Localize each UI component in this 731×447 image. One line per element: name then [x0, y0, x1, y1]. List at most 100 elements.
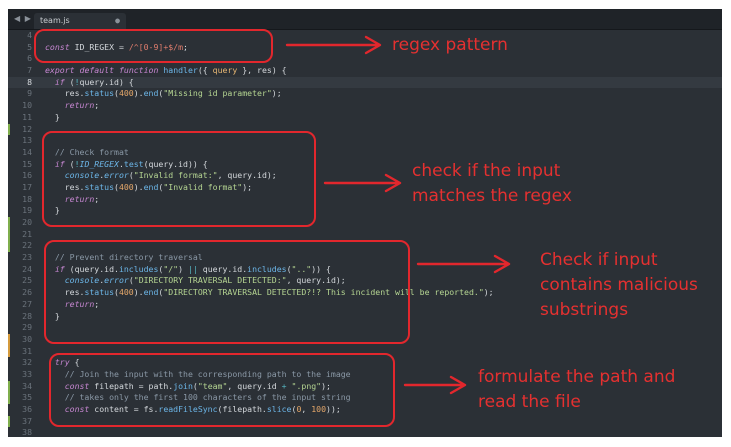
code-line-17[interactable]: 17 res.status(400).end("Invalid format")…: [8, 182, 722, 194]
code-line-31[interactable]: 31: [8, 345, 722, 358]
line-number: 31: [22, 345, 32, 356]
code-line-26[interactable]: 26 res.status(400).end("DIRECTORY TRAVER…: [8, 287, 722, 299]
line-code: res.status(400).end("Missing id paramete…: [45, 88, 282, 99]
code-line-9[interactable]: 9 res.status(400).end("Missing id parame…: [8, 88, 722, 100]
git-change-marker: [8, 345, 10, 358]
line-code: if (!ID_REGEX.test(query.id)) {: [54, 158, 208, 169]
code-line-24[interactable]: 24 if (query.id.includes("/") || query.i…: [8, 264, 722, 276]
annotation-malicious-2: contains malicious: [540, 275, 698, 295]
annotation-malicious-3: substrings: [540, 300, 629, 320]
code-line-32[interactable]: 32 try {: [8, 357, 722, 369]
line-code: }: [45, 310, 60, 321]
annotation-path-1: formulate the path and: [478, 367, 676, 387]
line-number: 16: [22, 170, 32, 181]
code-line-21[interactable]: 21: [8, 228, 722, 241]
line-number: 4: [27, 30, 32, 40]
line-code: return;: [64, 193, 100, 204]
line-code: }: [45, 205, 60, 216]
line-number: 29: [22, 322, 32, 333]
line-number: 13: [22, 135, 32, 146]
line-number: 14: [22, 146, 32, 157]
tab-modified-dot-icon[interactable]: ●: [115, 16, 120, 25]
code-line-38[interactable]: 38: [8, 427, 722, 437]
line-code: try {: [54, 357, 80, 368]
line-number: 23: [22, 252, 32, 263]
arrow-check: [323, 173, 402, 193]
line-number: 15: [22, 158, 32, 169]
line-number: 27: [22, 298, 32, 309]
git-change-marker: [8, 123, 10, 136]
line-number: 18: [22, 193, 32, 204]
annotation-box-regex: [34, 29, 273, 63]
code-line-34[interactable]: 34 const filepath = path.join("team", qu…: [8, 380, 722, 393]
line-code: }: [45, 111, 60, 122]
annotation-malicious-1: Check if input: [540, 250, 658, 270]
code-line-33[interactable]: 33 // Join the input with the correspond…: [8, 369, 722, 381]
code-line-23[interactable]: 23 // Prevent directory traversal: [8, 252, 722, 264]
nav-arrows-icon[interactable]: ◀ ▶: [14, 14, 32, 23]
code-line-30[interactable]: 30: [8, 333, 722, 346]
arrow-regex: [285, 35, 382, 55]
line-number: 28: [22, 310, 32, 321]
code-line-18[interactable]: 18 return;: [8, 194, 722, 206]
line-number: 7: [27, 65, 32, 76]
line-number: 22: [22, 240, 32, 251]
code-line-29[interactable]: 29: [8, 322, 722, 334]
line-code: return;: [64, 298, 100, 309]
code-line-35[interactable]: 35 // takes only the first 100 character…: [8, 392, 722, 404]
git-change-marker: [8, 380, 10, 393]
git-change-marker: [8, 228, 10, 241]
line-code: res.status(400).end("DIRECTORY TRAVERSAL…: [45, 287, 494, 298]
git-change-marker: [8, 392, 10, 404]
tab-title: team.js: [40, 16, 70, 25]
code-line-16[interactable]: 16 console.error("Invalid format:", quer…: [8, 170, 722, 182]
line-code: // takes only the first 100 characters o…: [45, 392, 351, 403]
annotation-check-2: matches the regex: [412, 186, 572, 206]
code-line-12[interactable]: 12: [8, 123, 722, 136]
line-number: 26: [22, 287, 32, 298]
line-number: 9: [27, 88, 32, 99]
line-number: 37: [22, 415, 32, 426]
code-line-19[interactable]: 19 }: [8, 205, 722, 217]
line-number: 12: [22, 123, 32, 134]
line-code: const filepath = path.join("team", query…: [64, 380, 331, 391]
annotation-check-1: check if the input: [412, 161, 561, 181]
line-number: 17: [22, 181, 32, 192]
code-line-20[interactable]: 20: [8, 217, 722, 229]
arrow-path: [403, 375, 467, 395]
code-line-14[interactable]: 14 // Check format: [8, 147, 722, 159]
line-number: 25: [22, 275, 32, 286]
git-change-marker: [8, 333, 10, 346]
line-code: console.error("Invalid format:", query.i…: [64, 170, 277, 181]
line-code: console.error("DIRECTORY TRAVERSAL DETEC…: [64, 275, 346, 286]
arrow-traversal: [416, 254, 511, 274]
code-line-27[interactable]: 27 return;: [8, 299, 722, 311]
code-line-28[interactable]: 28 }: [8, 311, 722, 323]
tab-bar: ◀ ▶ team.js ●: [8, 9, 722, 30]
tab-team-js[interactable]: team.js ●: [34, 13, 126, 29]
line-code: if (query.id.includes("/") || query.id.i…: [54, 263, 331, 274]
code-line-6[interactable]: 6: [8, 53, 722, 65]
annotation-box-check-format: [42, 131, 316, 227]
code-line-13[interactable]: 13: [8, 135, 722, 147]
line-number: 33: [22, 368, 32, 379]
code-line-10[interactable]: 10 return;: [8, 100, 722, 112]
code-line-37[interactable]: 37: [8, 415, 722, 428]
line-code: // Prevent directory traversal: [45, 252, 203, 263]
code-line-15[interactable]: 15 if (!ID_REGEX.test(query.id)) {: [8, 159, 722, 171]
code-line-36[interactable]: 36 const content = fs.readFileSync(filep…: [8, 404, 722, 416]
line-code: // Join the input with the corresponding…: [45, 368, 351, 379]
line-code: const content = fs.readFileSync(filepath…: [64, 404, 341, 414]
code-line-11[interactable]: 11 }: [8, 112, 722, 124]
line-number: 8: [27, 76, 32, 87]
code-line-25[interactable]: 25 console.error("DIRECTORY TRAVERSAL DE…: [8, 275, 722, 287]
line-number: 34: [22, 380, 32, 391]
code-line-8[interactable]: 8 if (!query.id) {: [8, 76, 722, 89]
code-line-22[interactable]: 22: [8, 240, 722, 253]
code-line-4[interactable]: 4: [8, 30, 722, 42]
line-number: 19: [22, 205, 32, 216]
annotation-box-traversal: [44, 240, 410, 344]
